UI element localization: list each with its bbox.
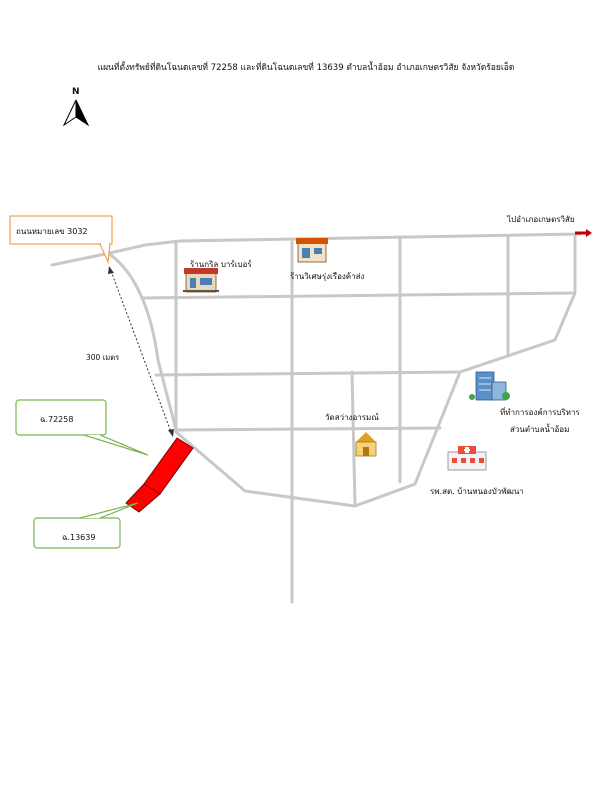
north-arrow-icon xyxy=(62,99,90,127)
distance-line xyxy=(110,270,172,433)
temple-icon xyxy=(355,432,377,457)
parcel-72258-label: ฉ.72258 xyxy=(40,415,74,424)
shop-icon xyxy=(183,268,219,293)
distance-arrowhead-top xyxy=(108,266,114,274)
office-building-icon xyxy=(469,371,510,401)
parcel-72258-callout-box xyxy=(15,399,149,456)
road-vertical-b xyxy=(350,370,357,507)
distance-arrowhead-bottom xyxy=(168,429,174,437)
road-callout-box xyxy=(9,215,113,265)
road-horizontal-1 xyxy=(140,291,577,300)
road-horizontal-2 xyxy=(154,370,462,377)
grill-bar-label: ร้านกริล บาร์เบอร์ xyxy=(190,260,252,269)
tao-office-label-line1: ที่ทำการองค์การบริหาร xyxy=(500,408,580,417)
distance-label: 300 เมตร xyxy=(86,353,120,362)
wiset-shop-label: ร้านวิเศษรุ่งเรืองค้าส่ง xyxy=(290,272,365,281)
parcel-72258-shape xyxy=(143,437,194,495)
temple-label: วัดสว่างอารมณ์ xyxy=(325,413,379,422)
road-east xyxy=(458,234,577,374)
hospital-label: รพ.สต. บ้านหนองบัวพัฒนา xyxy=(430,487,524,496)
compass-label: N xyxy=(72,87,80,97)
hospital-icon xyxy=(447,446,487,471)
road-label: ถนนหมายเลข 3032 xyxy=(16,227,88,236)
map-title: แผนที่ตั้งทรัพย์ที่ดินโฉนดเลขที่ 72258 แ… xyxy=(97,63,515,73)
direction-arrow-icon xyxy=(575,229,592,237)
parcel-13639-callout-box xyxy=(33,502,139,549)
parcel-13639-label: ฉ.13639 xyxy=(62,533,96,542)
tao-office-label-line2: ส่วนตำบลน้ำอ้อม xyxy=(510,425,570,434)
direction-label: ไปอำเภอเกษตรวิสัย xyxy=(507,215,575,224)
access-road xyxy=(106,251,178,432)
road-horizontal-3 xyxy=(174,426,442,432)
storefront-icon xyxy=(296,238,328,263)
road-south xyxy=(174,370,462,508)
